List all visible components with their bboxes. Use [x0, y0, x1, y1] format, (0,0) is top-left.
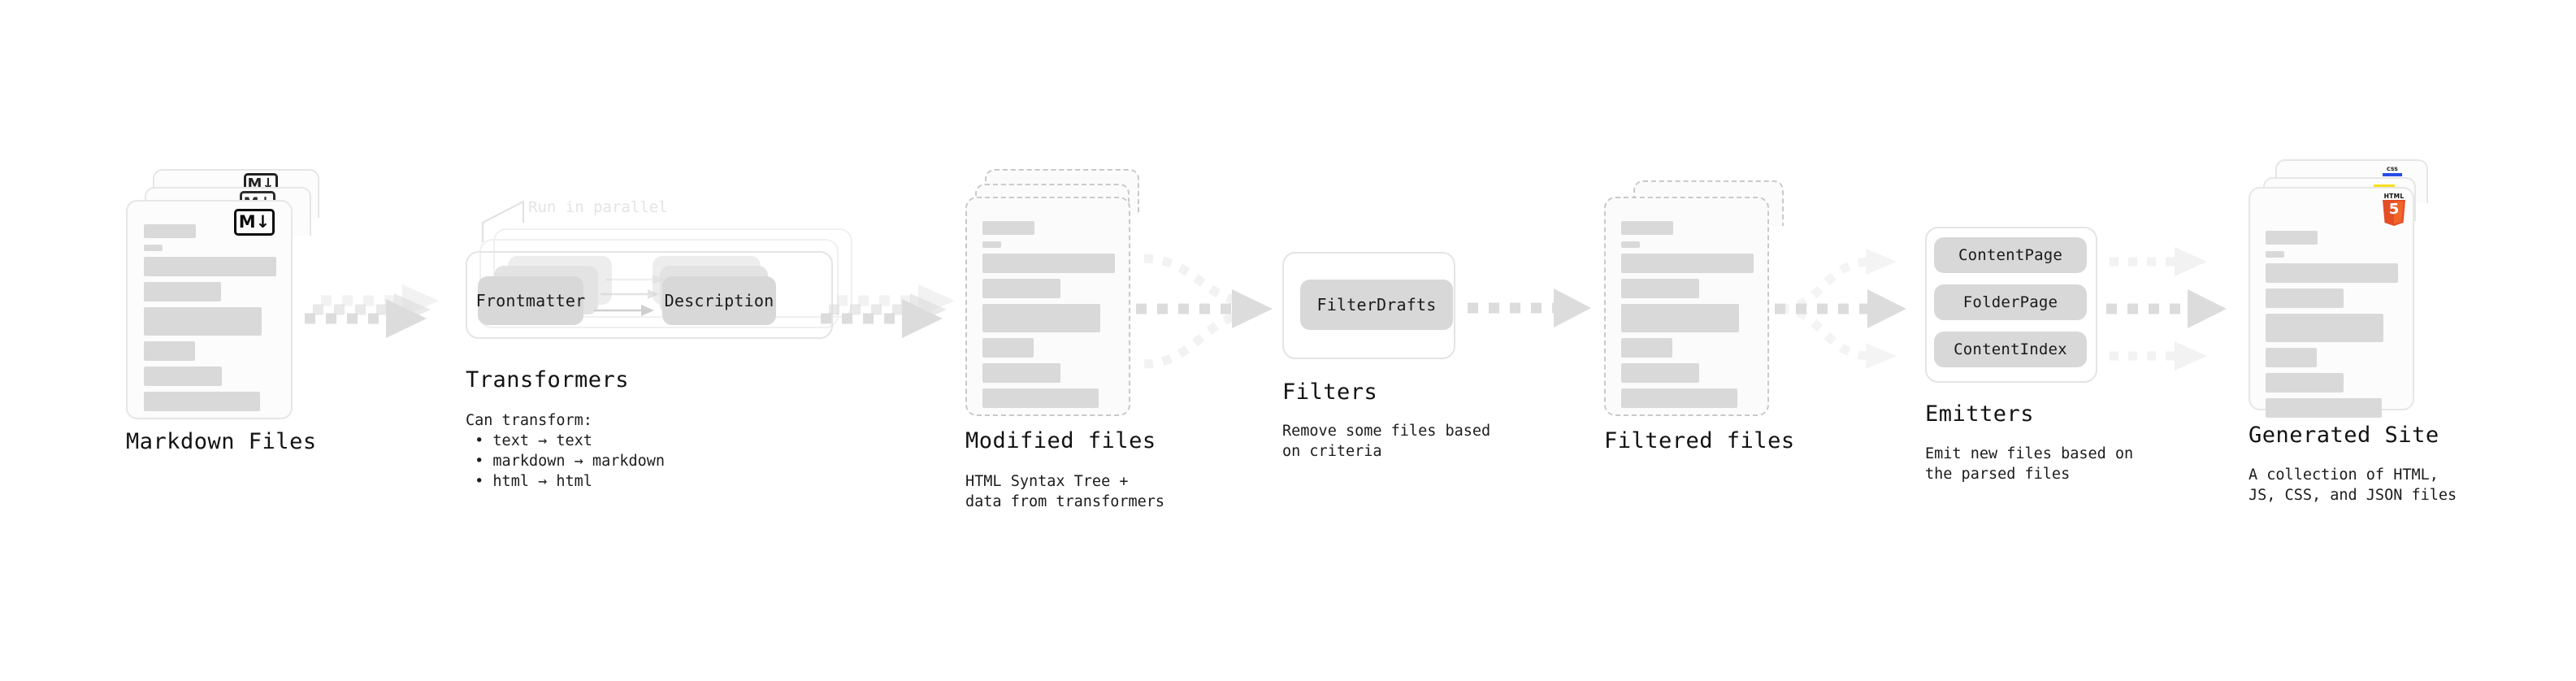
stage-title-emitters: Emitters	[1925, 401, 2035, 427]
filter-chip-filterdrafts[interactable]: FilterDrafts	[1300, 280, 1453, 330]
content-bar	[2266, 263, 2398, 283]
content-bar	[1621, 279, 1699, 298]
transformer-chip-label: Frontmatter	[475, 291, 586, 310]
transformer-inner-arrows	[594, 275, 664, 316]
content-bar	[2266, 398, 2382, 418]
content-bar	[1621, 221, 1673, 235]
filter-chip-label: FilterDrafts	[1316, 295, 1437, 314]
emitter-chip-label: ContentPage	[1958, 246, 2063, 264]
content-bar	[1621, 254, 1754, 273]
css3-icon-bar	[2383, 173, 2402, 176]
stage-title-modified-files: Modified files	[965, 428, 1156, 453]
connector-filtered-to-emitters	[1775, 249, 1906, 369]
content-bar	[2266, 288, 2344, 308]
content-bar	[1621, 241, 1640, 248]
stage-title-generated-site: Generated Site	[2249, 423, 2439, 448]
content-bar	[144, 367, 222, 386]
content-bar	[144, 282, 221, 301]
stage-subtitle-generated-site: A collection of HTML, JS, CSS, and JSON …	[2249, 466, 2457, 504]
content-bar	[144, 341, 195, 361]
stage-title-markdown-files: Markdown Files	[126, 429, 317, 454]
content-bar	[1621, 388, 1737, 408]
html5-icon-wordmark: HTML	[2383, 193, 2405, 200]
markdown-icon: M↓	[234, 209, 275, 236]
markdown-file-card-front	[126, 200, 293, 419]
markdown-icon-letter: M	[238, 212, 256, 232]
html5-icon-number: 5	[2388, 201, 2400, 218]
connector-transformers-to-modified	[821, 284, 955, 338]
content-bar	[982, 241, 1001, 248]
content-bar	[1621, 338, 1672, 358]
filtered-file-card-front	[1604, 197, 1769, 416]
css3-icon-label: CSS	[2387, 166, 2398, 172]
transformers-box	[466, 251, 833, 339]
content-bar	[144, 257, 276, 276]
content-bar	[982, 254, 1115, 273]
connector-modified-to-filters	[1136, 254, 1273, 369]
emitter-chip-contentindex[interactable]: ContentIndex	[1934, 332, 2087, 367]
content-bar	[1621, 363, 1699, 383]
content-bar	[2266, 314, 2383, 342]
connector-emitters-to-site	[2106, 247, 2227, 371]
emitter-chip-label: ContentIndex	[1954, 340, 2067, 358]
emitter-chip-folderpage[interactable]: FolderPage	[1934, 284, 2087, 320]
stage-title-filtered-files: Filtered files	[1604, 428, 1795, 453]
transformer-chip-frontmatter[interactable]: Frontmatter	[475, 276, 586, 325]
content-bar	[144, 245, 163, 251]
stage-title-transformers: Transformers	[466, 367, 630, 393]
content-bar	[2266, 373, 2344, 393]
content-bar	[982, 221, 1034, 235]
content-bar	[982, 338, 1034, 358]
stage-subtitle-emitters: Emit new files based on the parsed files	[1925, 445, 2134, 483]
connector-filters-to-filtered	[1468, 288, 1591, 327]
content-bar	[144, 392, 260, 411]
content-bar	[2266, 251, 2284, 258]
transformer-chip-label: Description	[664, 291, 774, 310]
content-bar	[2266, 231, 2318, 245]
stage-subtitle-filters: Remove some files based on criteria	[1282, 423, 1491, 460]
content-bar	[144, 307, 262, 336]
css3-icon: CSS	[2383, 166, 2402, 178]
content-bar	[144, 224, 196, 238]
content-bar	[982, 363, 1060, 383]
run-in-parallel-bracket	[481, 200, 525, 242]
transformer-chip-description[interactable]: Description	[662, 276, 776, 325]
content-bar	[982, 304, 1100, 332]
markdown-icon-arrow: ↓	[255, 212, 271, 232]
run-in-parallel-label: Run in parallel	[528, 198, 668, 216]
site-file-card-front	[2249, 187, 2414, 418]
stage-title-filters: Filters	[1282, 380, 1378, 405]
modified-file-card-front	[965, 197, 1130, 416]
stage-subtitle-modified-files: HTML Syntax Tree + data from transformer…	[965, 473, 1165, 510]
connector-md-to-transformers	[305, 284, 439, 338]
stage-subtitle-transformers: Can transform: • text → text • markdown …	[466, 412, 666, 490]
content-bar	[982, 279, 1060, 298]
content-bar	[982, 388, 1099, 408]
emitter-chip-label: FolderPage	[1962, 293, 2058, 311]
content-bar	[2266, 348, 2317, 367]
emitter-chip-contentpage[interactable]: ContentPage	[1934, 237, 2087, 273]
content-bar	[1621, 304, 1739, 332]
html5-icon: HTML 5	[2381, 193, 2407, 226]
